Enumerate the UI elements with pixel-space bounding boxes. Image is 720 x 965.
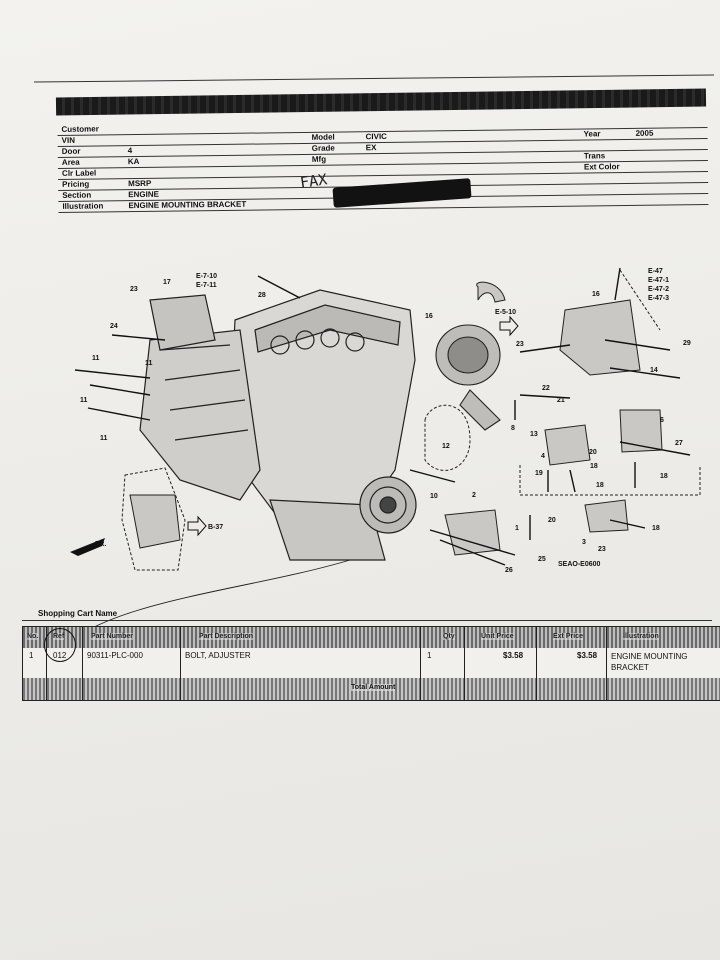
callout-label: FR. [95, 541, 106, 548]
bolt-drawings [74, 267, 691, 566]
callout-label: 22 [542, 385, 550, 392]
table-header: No. Ref Part Number Part Description Qty… [22, 626, 720, 650]
cell-qty: 1 [427, 651, 432, 660]
callout-label: 6 [660, 417, 664, 424]
callout-label: E-7-11 [196, 282, 217, 289]
callout-label: 18 [590, 463, 598, 470]
column-header: No. [27, 633, 39, 640]
callout-label: 23 [516, 341, 524, 348]
total-label: Total Amount [351, 684, 396, 691]
callout-label: 8 [511, 425, 515, 432]
cell-illustration: ENGINE MOUNTING BRACKET [611, 652, 688, 672]
callout-label: E-47-2 [648, 286, 669, 293]
column-header: Part Description [199, 633, 254, 640]
callout-label: 20 [589, 449, 597, 456]
reference-arrow-icon [187, 515, 207, 537]
engine-block-drawing [139, 289, 417, 561]
parts-cart-table: No. Ref Part Number Part Description Qty… [22, 626, 720, 701]
column-divider [82, 626, 83, 701]
callout-label: 14 [650, 367, 658, 374]
cell-no: 1 [29, 651, 34, 660]
reference-arrow-icon [499, 315, 519, 337]
callout-label: 11 [92, 355, 100, 362]
callout-label: 28 [258, 292, 266, 299]
cart-rule [22, 620, 712, 621]
callout-label: 10 [430, 493, 438, 500]
callout-label: 18 [652, 525, 660, 532]
callout-label: 20 [548, 517, 556, 524]
callout-label: 2 [472, 492, 476, 499]
callout-label: B-37 [208, 524, 223, 531]
callout-label: 16 [592, 291, 600, 298]
callout-label: 18 [660, 473, 668, 480]
callout-label: 13 [530, 431, 538, 438]
cell-ext-price: $3.58 [577, 651, 598, 660]
callout-label: 12 [442, 443, 450, 450]
cell-unit-price: $3.58 [503, 651, 524, 660]
cell-part-number: 90311-PLC-000 [87, 651, 143, 660]
column-divider [180, 626, 181, 701]
column-divider [420, 626, 421, 701]
column-header: Qty [443, 633, 455, 640]
front-arrow-icon [70, 538, 105, 556]
column-divider [606, 626, 607, 701]
callout-label: 23 [130, 286, 138, 293]
callout-label: 19 [535, 470, 543, 477]
column-header: Unit Price [481, 633, 514, 640]
handwritten-circle-mark [44, 628, 76, 662]
column-divider [536, 626, 537, 701]
column-divider [46, 626, 47, 701]
dashed-outlines [121, 269, 701, 571]
alternator-drawing [435, 324, 501, 431]
callout-label: E-47-3 [648, 295, 669, 302]
callout-label: E-5-10 [495, 309, 516, 316]
callout-label: E-7-10 [196, 273, 217, 280]
callout-label: 24 [110, 323, 118, 330]
mount-bracket-drawings [129, 281, 663, 556]
table-footer: Total Amount [22, 678, 720, 701]
callout-label: 23 [598, 546, 606, 553]
column-divider [464, 626, 465, 701]
cell-description: BOLT, ADJUSTER [185, 651, 251, 660]
callout-label: 21 [557, 397, 565, 404]
callout-label: 11 [80, 397, 88, 404]
callout-label: 29 [683, 340, 691, 347]
shopping-cart-title: Shopping Cart Name [38, 609, 118, 618]
callout-label: E-47 [648, 268, 663, 275]
column-header: Part Number [91, 633, 134, 640]
callout-label: 16 [425, 313, 433, 320]
callout-label: E-47-1 [648, 277, 669, 284]
callout-label: 18 [596, 482, 604, 489]
callout-label: 4 [541, 453, 545, 460]
callout-label: 3 [582, 539, 586, 546]
table-row[interactable]: 1 012 90311-PLC-000 BOLT, ADJUSTER 1 $3.… [22, 648, 720, 679]
callout-label: 25 [538, 556, 546, 563]
column-header: Illustration [623, 633, 659, 640]
callout-label: 11 [145, 360, 153, 367]
column-header: Ext Price [553, 633, 583, 640]
callout-label: 1 [515, 525, 519, 532]
drawing-code: SEAO-E0600 [558, 561, 601, 568]
callout-label: 11 [100, 435, 108, 442]
callout-label: 26 [505, 567, 513, 574]
callout-label: 17 [163, 279, 171, 286]
callout-label: 27 [675, 440, 683, 447]
